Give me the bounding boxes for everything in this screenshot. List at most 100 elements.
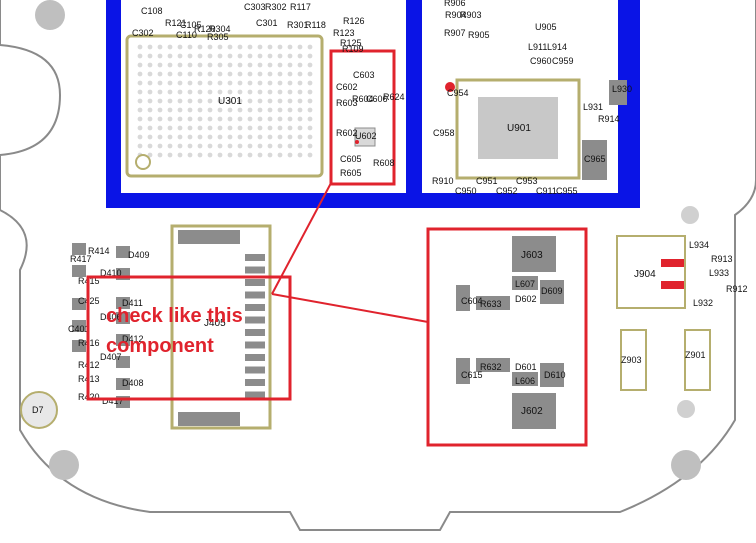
component-label-r605: R605 bbox=[340, 168, 362, 178]
bga-ball bbox=[157, 62, 163, 68]
c604-pad bbox=[456, 285, 470, 311]
component-label-d609: D609 bbox=[541, 286, 563, 296]
component-label-r125: R125 bbox=[340, 38, 362, 48]
annotation-text-line2: component bbox=[106, 335, 214, 357]
bga-ball bbox=[257, 80, 263, 86]
component-label-d417: D417 bbox=[102, 396, 124, 406]
bga-ball bbox=[297, 125, 303, 131]
component-label-l932: L932 bbox=[693, 298, 713, 308]
annotation-leader-line bbox=[271, 293, 429, 323]
bga-ball bbox=[227, 116, 233, 122]
z901-outline bbox=[684, 329, 711, 391]
j603-pad bbox=[512, 236, 556, 272]
component-label-c954: C954 bbox=[447, 88, 469, 98]
bga-ball bbox=[307, 62, 313, 68]
component-label-l930: L930 bbox=[612, 84, 632, 94]
connector-j405-outline bbox=[170, 224, 272, 430]
bga-ball bbox=[177, 53, 183, 59]
bga-ball bbox=[237, 152, 243, 158]
component-label-c606: C606 bbox=[366, 94, 388, 104]
component-label-r914: R914 bbox=[598, 114, 620, 124]
bga-ball bbox=[137, 71, 143, 77]
bga-ball bbox=[217, 152, 223, 158]
bga-ball bbox=[247, 80, 253, 86]
bga-ball bbox=[297, 62, 303, 68]
u901-pin1-dot bbox=[445, 82, 455, 92]
bga-ball bbox=[257, 152, 263, 158]
bga-ball bbox=[137, 80, 143, 86]
bga-ball bbox=[167, 143, 173, 149]
component-label-r912: R912 bbox=[726, 284, 748, 294]
mounting-hole bbox=[671, 450, 701, 480]
bga-ball bbox=[277, 53, 283, 59]
bga-ball bbox=[167, 98, 173, 104]
bga-ball bbox=[187, 134, 193, 140]
component-label-l606: L606 bbox=[515, 376, 535, 386]
component-label-l607: L607 bbox=[515, 279, 535, 289]
component-label-r905: R905 bbox=[468, 30, 490, 40]
bga-ball bbox=[137, 125, 143, 131]
bga-ball bbox=[277, 125, 283, 131]
bga-ball bbox=[177, 44, 183, 50]
bga-ball bbox=[207, 89, 213, 95]
bga-ball bbox=[217, 107, 223, 113]
chip-u301-outline bbox=[125, 34, 324, 178]
bga-ball bbox=[137, 116, 143, 122]
chip-j405-label: J405 bbox=[204, 318, 226, 329]
bga-ball bbox=[137, 98, 143, 104]
u602-pad bbox=[354, 127, 376, 147]
bga-ball bbox=[237, 71, 243, 77]
component-label-c950: C950 bbox=[455, 186, 477, 196]
bga-ball bbox=[137, 62, 143, 68]
j904-red-pad bbox=[661, 281, 684, 289]
bga-ball bbox=[247, 134, 253, 140]
bga-ball bbox=[207, 62, 213, 68]
component-label-r305: R305 bbox=[207, 32, 229, 42]
component-label-r604: R604 bbox=[352, 94, 374, 104]
small-pad bbox=[72, 320, 86, 332]
bga-ball bbox=[297, 80, 303, 86]
annotation-leader-line bbox=[271, 182, 332, 295]
bga-ball bbox=[137, 134, 143, 140]
component-label-d411: D411 bbox=[122, 298, 143, 308]
component-label-r302: R302 bbox=[265, 2, 287, 12]
bga-ball bbox=[277, 98, 283, 104]
bga-ball bbox=[187, 44, 193, 50]
component-label-l911: L911 bbox=[528, 42, 547, 52]
bga-ball bbox=[147, 53, 153, 59]
component-label-l934: L934 bbox=[689, 240, 709, 250]
bga-ball bbox=[217, 62, 223, 68]
bga-ball bbox=[177, 107, 183, 113]
bga-ball bbox=[267, 53, 273, 59]
l607-pad bbox=[512, 276, 538, 290]
component-label-d601: D601 bbox=[515, 362, 537, 372]
bga-ball bbox=[207, 53, 213, 59]
component-label-c105: C105 bbox=[180, 20, 202, 30]
component-label-c604: C604 bbox=[461, 296, 483, 306]
bga-ball bbox=[207, 143, 213, 149]
bga-ball bbox=[147, 98, 153, 104]
bga-ball bbox=[157, 44, 163, 50]
bga-ball bbox=[307, 125, 313, 131]
bga-ball bbox=[257, 116, 263, 122]
bga-ball bbox=[267, 107, 273, 113]
component-label-r304: R304 bbox=[209, 24, 231, 34]
bga-ball bbox=[217, 89, 223, 95]
bga-ball bbox=[197, 152, 203, 158]
r633-pad bbox=[476, 296, 510, 310]
bga-ball bbox=[187, 143, 193, 149]
bga-ball bbox=[297, 71, 303, 77]
bga-ball bbox=[297, 98, 303, 104]
bga-ball bbox=[177, 71, 183, 77]
bga-ball bbox=[227, 62, 233, 68]
bga-ball bbox=[237, 44, 243, 50]
small-pad bbox=[116, 378, 130, 390]
chip-u901-body bbox=[478, 97, 558, 159]
bga-ball bbox=[187, 62, 193, 68]
bga-ball bbox=[187, 152, 193, 158]
bga-ball bbox=[267, 152, 273, 158]
j405-pin bbox=[245, 329, 265, 336]
bga-ball bbox=[307, 98, 313, 104]
bga-ball bbox=[147, 89, 153, 95]
component-label-d407: D407 bbox=[100, 352, 122, 362]
